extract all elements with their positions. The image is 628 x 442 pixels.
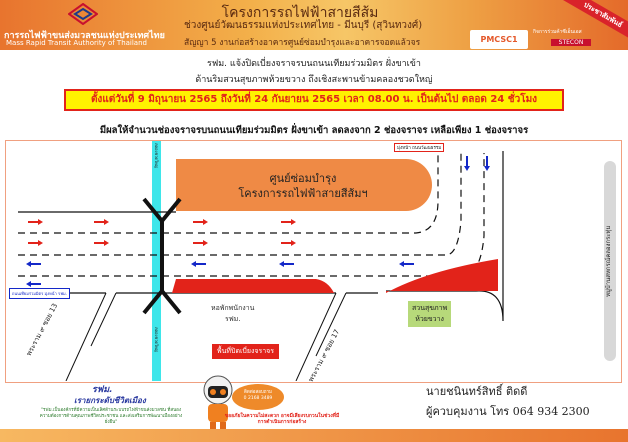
notice-line-2: ด้านริมสวนสุขภาพห้วยขวาง ถึงเชิงสะพานข้า… [195, 75, 433, 85]
org-name-english: Mass Rapid Transit Authority of Thailand [6, 39, 147, 47]
park-label-line2: ห้วยขวาง [415, 315, 444, 323]
footer-org: รฟม. [92, 385, 113, 395]
effect-text: มีผลให้จำนวนช่องจราจรบนถนนเทียมร่วมมิตร … [99, 125, 529, 136]
contact-phone: 0 2168 3489 [243, 396, 273, 401]
closure-area-left [172, 279, 334, 293]
period-box: ตั้งแต่วันที่ 9 มิถุนายน 2565 ถึงวันที่ … [64, 89, 564, 111]
park-label-line1: สวนสุขภาพ [412, 304, 448, 312]
dorm-label: หอพักพนักงานรฟม. [211, 303, 254, 325]
supervisor-name: นายชนินทร์สิทธิ์ ติดดี [426, 385, 528, 398]
supervisor-phone: ผู้ควบคุมงาน โทร 064 934 2300 [426, 405, 590, 418]
header-banner: การรถไฟฟ้าขนส่งมวลชนแห่งประเทศไทย Mass R… [0, 0, 628, 50]
project-title: โครงการรถไฟฟ้าสายสีส้ม [221, 5, 379, 21]
side-streets [65, 292, 347, 381]
contractor-logo: กิจการร่วมค้าซีเอ็นเอส STECON [533, 28, 595, 46]
org-name-thai: การรถไฟฟ้าขนส่งมวลชนแห่งประเทศไทย [4, 31, 165, 41]
depot-label: ศูนย์ซ่อมบำรุงโครงการรถไฟฟ้าสายสีส้มฯ [188, 171, 418, 201]
traffic-map: ศูนย์ซ่อมบำรุงโครงการรถไฟฟ้าสายสีส้มฯ หอ… [5, 140, 622, 383]
pmc-logo: PMCSC1 [470, 30, 528, 49]
canal-label-bottom: คลองชวดใหญ่ [154, 327, 159, 353]
canal-label-top: คลองชวดใหญ่ [154, 143, 159, 169]
depot-label-line2: โครงการรถไฟฟ้าสายสีส้มฯ [238, 187, 368, 200]
stecon-logo: STECON [551, 39, 591, 46]
footer-bar [0, 429, 628, 442]
road-diagram [18, 141, 504, 381]
canal [152, 141, 161, 381]
contractor-label: กิจการร่วมค้าซีเอ็นเอส [533, 29, 582, 35]
depot-label-line1: ศูนย์ซ่อมบำรุง [269, 172, 337, 185]
bridge [142, 197, 182, 315]
dorm-label-line1: หอพักพนักงาน [211, 304, 255, 312]
footer-slogan: เรายกระดับชีวิตเมือง [74, 396, 146, 405]
direction-left-label: ถนนเทียมร่วมมิตร มุ่งหน้า รฟม. [9, 288, 70, 299]
contact-label: ติดต่อสอบถาม [244, 390, 272, 395]
dorm-label-line2: รฟม. [224, 315, 241, 323]
apology-text: ขออภัยในความไม่สะดวก อาจมีเสียงรบกวนในช่… [224, 413, 340, 425]
inbound-arrows [28, 219, 296, 246]
mrta-logo-icon [68, 3, 98, 25]
footer-quote: "รฟม.เป็นองค์กรที่มีความเป็นเลิศด้านระบบ… [39, 408, 183, 425]
park-label: สวนสุขภาพห้วยขวาง [408, 301, 452, 327]
closure-label: พื้นที่ปิดเบี่ยงจราจร [212, 344, 280, 359]
mascot-icon [203, 375, 233, 431]
notice-line-1: รฟม. แจ้งปิดเบี่ยงจราจรบนถนนเทียมร่วมมิต… [207, 59, 421, 69]
project-subtitle: ช่วงศูนย์วัฒนธรรมแห่งประเทศไทย - มีนบุรี… [184, 20, 423, 31]
outbound-arrows [26, 156, 490, 287]
direction-top-label: มุ่งหน้า ถนนวัฒนธรรม [394, 143, 445, 152]
contract-label: สัญญา 5 งานก่อสร้างอาคารศูนย์ซ่อมบำรุงแล… [184, 38, 421, 48]
depot-building [176, 159, 432, 211]
closure-area-right [386, 259, 498, 293]
village-label: หมู่บ้านสหกรณ์คลองกระทุ่ม [604, 161, 616, 361]
